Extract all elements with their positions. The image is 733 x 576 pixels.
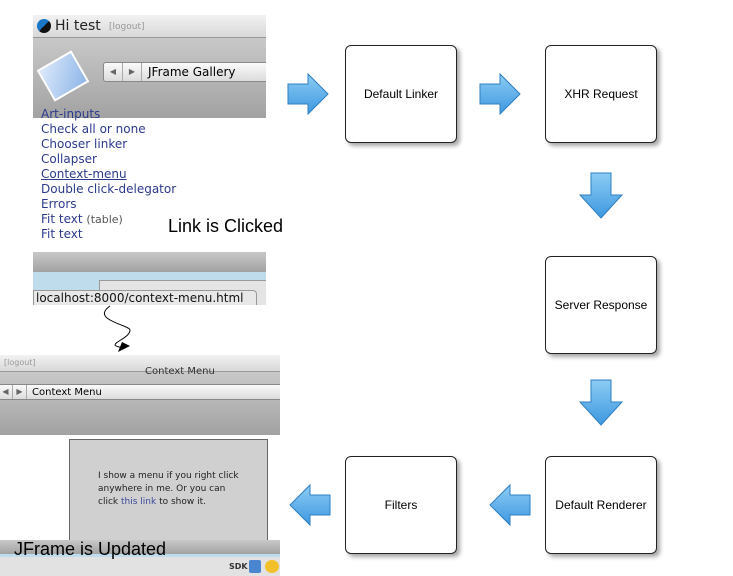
list-item[interactable]: Check all or none bbox=[41, 122, 146, 136]
top-bar: [logout] bbox=[0, 355, 280, 372]
status-url: localhost:8000/context-menu.html bbox=[33, 290, 257, 305]
step-filters: Filters bbox=[345, 456, 457, 554]
list-item[interactable]: Fit text bbox=[41, 227, 83, 241]
before-screenshot: Hi test [logout] ◀▶ JFrame Gallery Art-i… bbox=[33, 15, 266, 305]
forward-button[interactable]: ▶ bbox=[123, 63, 142, 81]
gallery-list: Art-inputs Check all or none Chooser lin… bbox=[41, 107, 177, 242]
logout-link[interactable]: [logout] bbox=[109, 22, 145, 32]
step-default-linker: Default Linker bbox=[345, 45, 457, 143]
list-item[interactable]: Context-menu bbox=[41, 167, 127, 181]
footer-bar bbox=[0, 540, 280, 554]
dock-bar: SDK bbox=[0, 557, 280, 576]
top-bar: Hi test [logout] bbox=[33, 15, 266, 38]
status-area: localhost:8000/context-menu.html bbox=[33, 272, 266, 305]
chat-icon[interactable] bbox=[265, 560, 279, 573]
item-label: Fit text bbox=[41, 212, 83, 226]
arrow-right-icon bbox=[479, 72, 521, 116]
step-xhr-request: XHR Request bbox=[545, 45, 657, 143]
list-item[interactable]: Fit text (table) bbox=[41, 212, 176, 227]
list-item[interactable]: Art-inputs bbox=[41, 107, 101, 121]
app-icon[interactable] bbox=[249, 560, 261, 573]
toolbar: Context Menu ◀▶ Context Menu bbox=[0, 366, 280, 435]
demo-text-end: to show it. bbox=[159, 497, 206, 507]
step-default-renderer: Default Renderer bbox=[545, 456, 657, 554]
address-bar[interactable]: ◀▶ Context Menu bbox=[0, 384, 280, 400]
list-item[interactable]: Errors bbox=[41, 197, 77, 211]
logo-icon bbox=[37, 19, 51, 33]
footer-bar bbox=[33, 252, 266, 272]
demo-text: I show a menu if you right click anywher… bbox=[98, 470, 248, 509]
arrow-down-icon bbox=[578, 172, 624, 219]
demo-link[interactable]: this link bbox=[120, 497, 157, 507]
back-button[interactable]: ◀ bbox=[104, 63, 123, 81]
list-item[interactable]: Collapser bbox=[41, 152, 97, 166]
forward-button[interactable]: ▶ bbox=[13, 385, 27, 399]
list-item[interactable]: Double click-delegator bbox=[41, 182, 177, 196]
window-title: JFrame Gallery bbox=[148, 65, 236, 79]
window-caption: Context Menu bbox=[145, 366, 215, 377]
link-clicked-label: Link is Clicked bbox=[168, 216, 284, 236]
list-item[interactable]: Chooser linker bbox=[41, 137, 128, 151]
back-button[interactable]: ◀ bbox=[0, 385, 13, 399]
logout-link[interactable]: [logout] bbox=[4, 358, 36, 367]
connector-arrow bbox=[103, 305, 131, 352]
jframe-updated-label: JFrame is Updated bbox=[14, 539, 167, 559]
arrow-down-icon bbox=[578, 379, 624, 426]
demo-text-main: I show a menu if you right click anywher… bbox=[98, 471, 239, 507]
arrow-left-icon bbox=[489, 483, 531, 527]
item-note: (table) bbox=[86, 213, 123, 226]
arrow-right-icon bbox=[287, 72, 329, 116]
address-bar[interactable]: ◀▶ JFrame Gallery bbox=[103, 62, 266, 82]
window-title: Context Menu bbox=[32, 386, 102, 398]
sdk-label[interactable]: SDK bbox=[229, 562, 248, 571]
greeting: Hi test bbox=[55, 18, 101, 34]
step-server-response: Server Response bbox=[545, 256, 657, 354]
after-screenshot: [logout] Context Menu ◀▶ Context Menu I … bbox=[0, 355, 280, 576]
toolbar: ◀▶ JFrame Gallery bbox=[33, 38, 266, 118]
arrow-left-icon bbox=[289, 483, 331, 527]
